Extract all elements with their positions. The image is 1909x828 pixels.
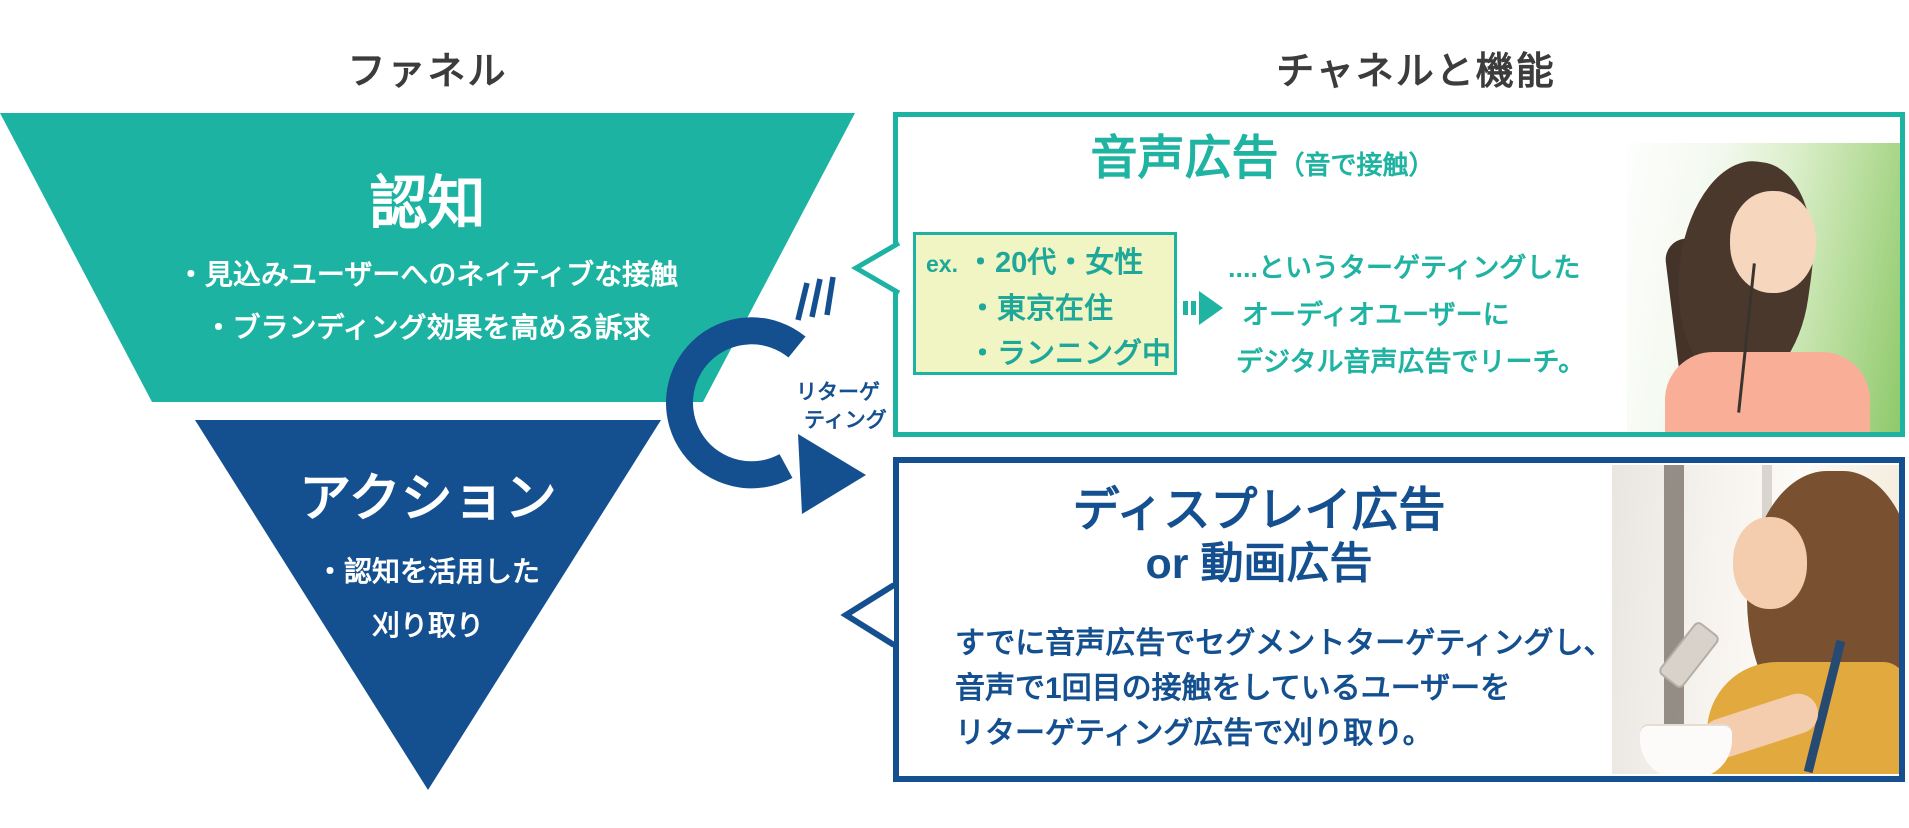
display-box-title-line1: ディスプレイ広告 xyxy=(1072,483,1446,536)
display-desc-line1: すでに音声広告でセグメントターゲティングし、 xyxy=(955,627,1614,660)
audio-box-title-note: （音で接触） xyxy=(1278,150,1435,180)
audio-box-title: 音声広告 xyxy=(1090,131,1279,184)
display-box-pointer xyxy=(840,582,896,648)
audio-box-title-row: 音声広告（音で接触） xyxy=(898,119,1627,188)
example-row-3: ・ランニング中 xyxy=(968,338,1172,370)
action-point-2: 刈り取り xyxy=(371,610,484,641)
photo-face xyxy=(1733,517,1807,609)
double-bar-right-arrow-icon xyxy=(1183,291,1223,325)
audio-desc-line2: オーディオユーザーに xyxy=(1242,300,1510,330)
sound-lines-icon xyxy=(795,276,836,321)
retargeting-label-line2: ティング xyxy=(804,409,887,432)
example-prefix: ex. xyxy=(926,251,958,277)
display-desc-line2: 音声で1回目の接触をしているユーザーを xyxy=(955,672,1511,705)
action-point-1: ・認知を活用した xyxy=(315,556,540,587)
awareness-point-2: ・ブランディング効果を高める訴求 xyxy=(204,312,651,343)
awareness-title: 認知 xyxy=(369,171,486,236)
example-item-1: ・20代・女性 xyxy=(965,247,1144,279)
example-row-2: ・東京在住 xyxy=(968,293,1114,325)
photo-face xyxy=(1730,191,1816,293)
targeting-example-box: ex. ・20代・女性 ・東京在住 ・ランニング中 xyxy=(913,232,1177,375)
example-row-1: ex. ・20代・女性 xyxy=(926,241,1166,287)
display-box-title-line2: or 動画広告 xyxy=(1145,540,1373,588)
awareness-point-1: ・見込みユーザーへのネイティブな接触 xyxy=(176,259,679,290)
funnel-section-title: ファネル xyxy=(347,51,508,93)
photo-shirt xyxy=(1665,352,1870,432)
retargeting-arrow-icon xyxy=(666,276,866,514)
photo-window-frame xyxy=(1664,465,1684,774)
channels-section-title: チャネルと機能 xyxy=(1276,51,1556,93)
audio-desc-line3: デジタル音声広告でリーチ。 xyxy=(1236,347,1586,377)
display-desc-line3: リターゲティング広告で刈り取り。 xyxy=(955,717,1433,750)
photo-coffee-cup xyxy=(1640,726,1732,774)
display-ad-box: ディスプレイ広告 or 動画広告 すでに音声広告でセグメントターゲティングし、 … xyxy=(840,457,1905,782)
display-box-description: すでに音声広告でセグメントターゲティングし、 音声で1回目の接触をしているユーザ… xyxy=(955,621,1614,756)
photo-woman-earphones xyxy=(1627,143,1900,432)
audio-box-description: ....というターゲティングした オーディオユーザーに デジタル音声広告でリーチ… xyxy=(1228,245,1585,386)
audio-ad-box: 音声広告（音で接触） ex. ・20代・女性 ・東京在住 ・ランニング中 ....… xyxy=(851,112,1905,437)
audio-box-pointer xyxy=(851,240,901,296)
audio-desc-line1: ....というターゲティングした xyxy=(1228,253,1581,283)
action-title: アクション xyxy=(299,470,557,528)
retargeting-arc xyxy=(666,317,806,489)
retargeting-label-line1: リターゲ xyxy=(796,381,880,404)
photo-woman-smartphone xyxy=(1612,465,1899,774)
retargeting-arrowhead xyxy=(798,434,866,514)
